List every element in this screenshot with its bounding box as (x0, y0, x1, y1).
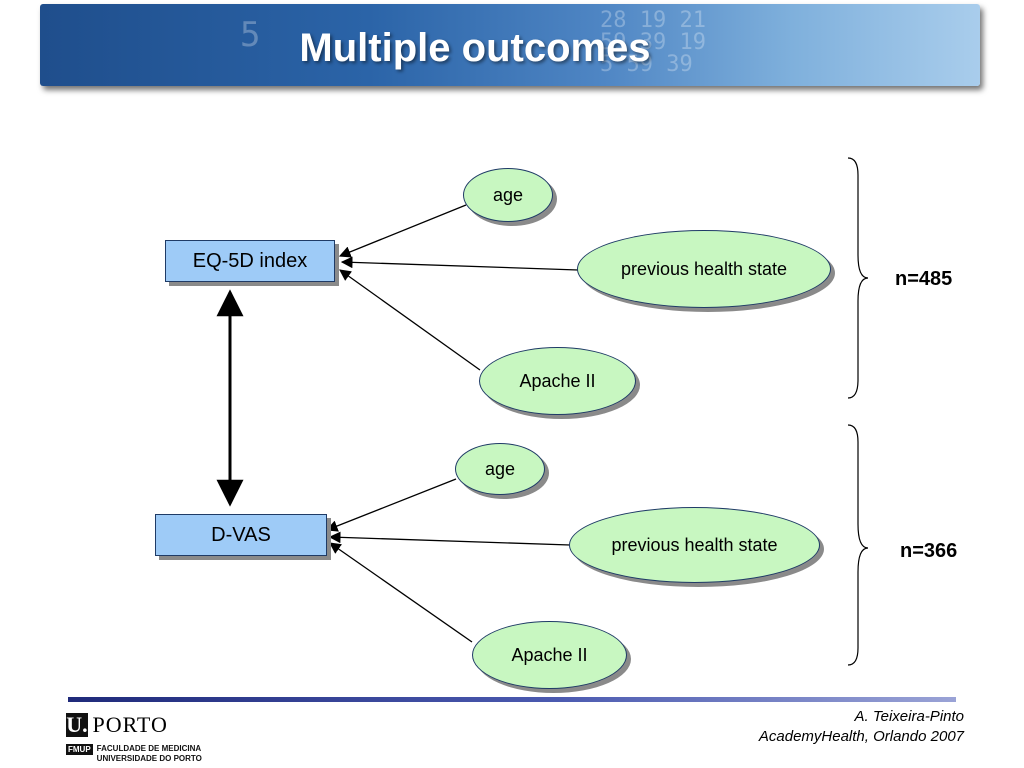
sample-size-group-1: n=485 (895, 268, 953, 290)
arrow-apache-dvas (329, 542, 473, 643)
banner-decoration: 5 (240, 15, 261, 55)
logo-faculty-line2: UNIVERSIDADE DO PORTO (96, 754, 202, 763)
logo-fmup-mark: FMUP (66, 744, 93, 755)
footer-event: AcademyHealth, Orlando 2007 (758, 728, 964, 745)
predictor-apache-ii-1: Apache II (479, 347, 636, 415)
brace-group-2 (847, 424, 869, 666)
sample-size-group-2: n=366 (900, 540, 958, 562)
logo-faculty: FACULDADE DE MEDICINA UNIVERSIDADE DO PO… (97, 744, 202, 764)
logo-faculty-line1: FACULDADE DE MEDICINA (96, 744, 202, 753)
predictor-previous-health-state-2: previous health state (569, 507, 820, 583)
predictor-age-2: age (455, 443, 545, 495)
footer-author: A. Teixeira-Pinto (854, 708, 965, 725)
arrow-apache-eq5d (339, 269, 481, 371)
footer-credit: A. Teixeira-Pinto AcademyHealth, Orlando… (759, 707, 964, 747)
outcome-box-eq5d: EQ-5D index (165, 240, 335, 282)
predictor-previous-health-state-1: previous health state (577, 230, 831, 308)
brace-group-1 (847, 157, 869, 399)
university-logo: U. PORTO FMUP FACULDADE DE MEDICINA UNIV… (66, 712, 202, 764)
arrow-age-dvas (325, 478, 457, 532)
predictor-age-1: age (463, 168, 553, 222)
outcome-box-dvas: D-VAS (155, 514, 327, 556)
arrow-prev-eq5d (340, 256, 579, 271)
slide-title: Multiple outcomes (299, 26, 651, 70)
logo-university-name: PORTO (92, 712, 168, 737)
footer-rule (68, 697, 956, 702)
arrow-prev-dvas (328, 531, 571, 546)
predictor-apache-ii-2: Apache II (472, 621, 627, 689)
logo-u-mark: U. (66, 712, 88, 737)
arrow-age-eq5d (338, 204, 467, 258)
